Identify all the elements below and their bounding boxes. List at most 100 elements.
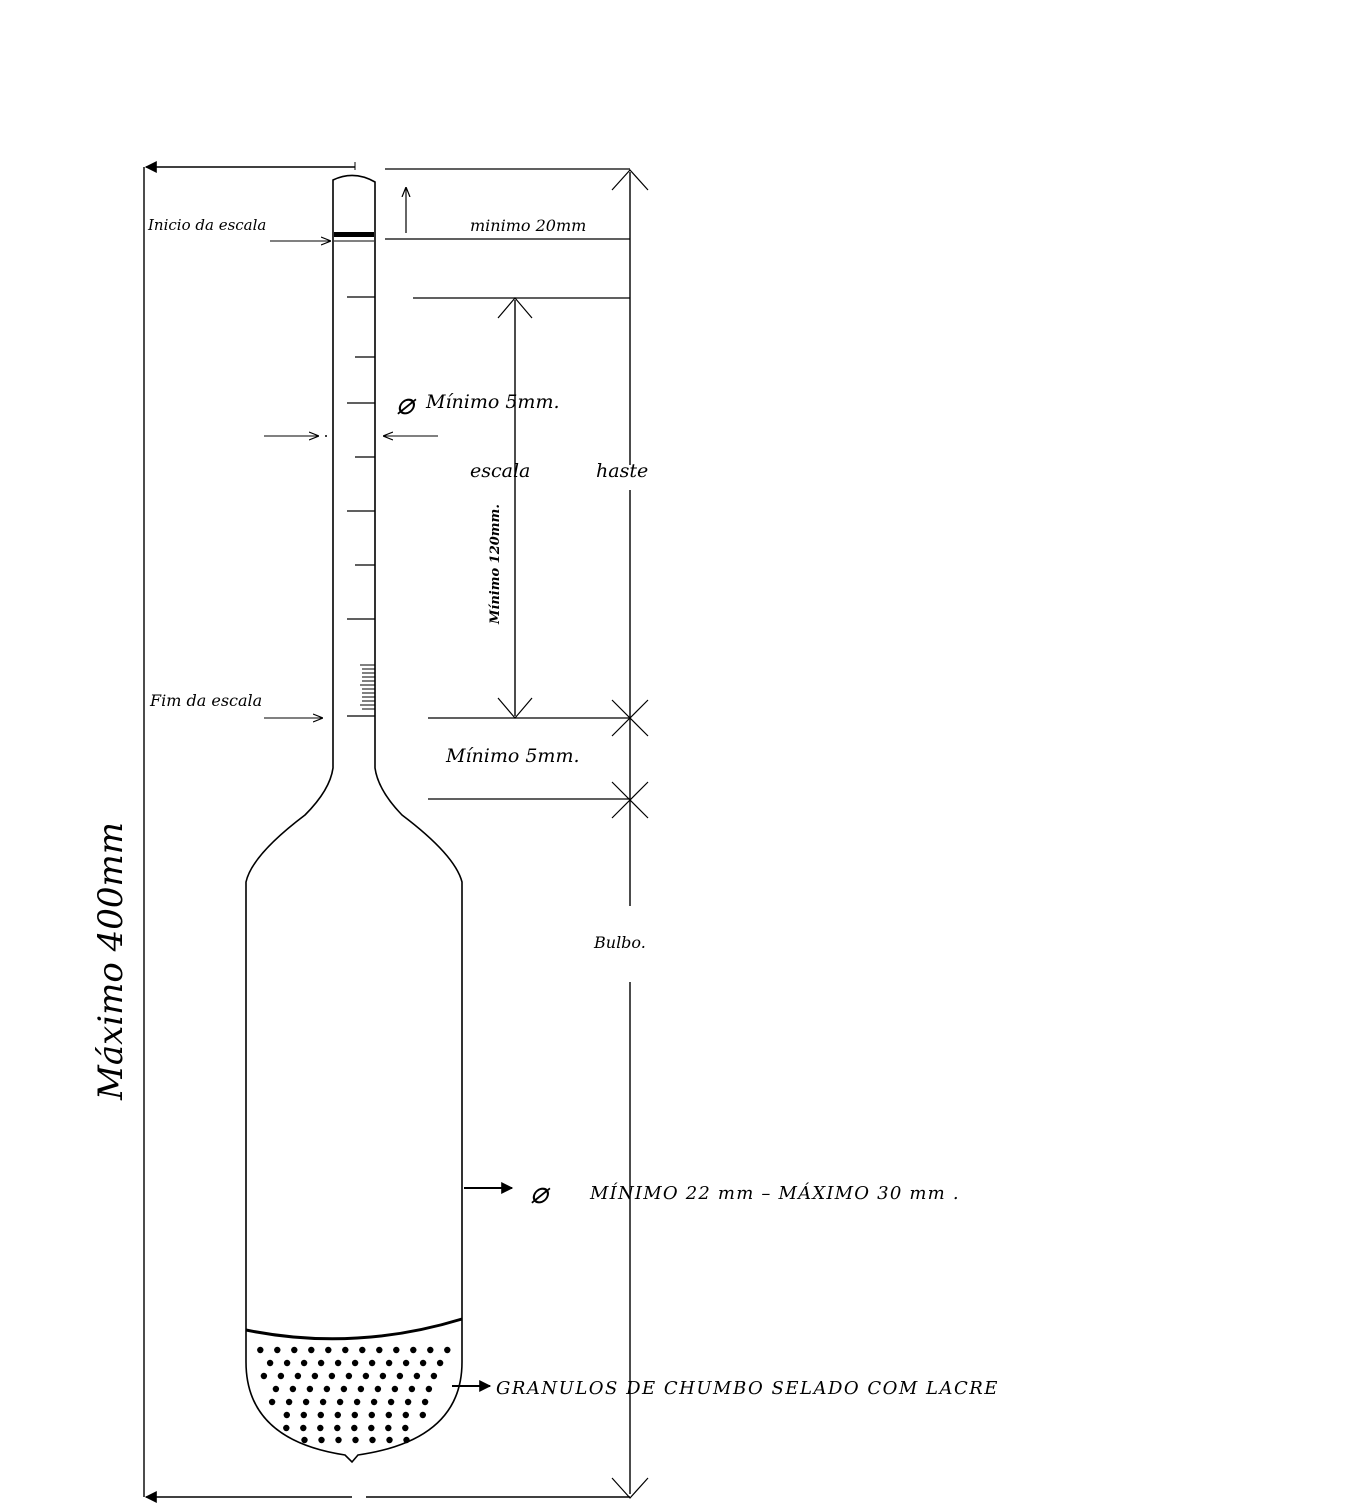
bulbo-label: Bulbo. <box>593 933 646 952</box>
granule-dot <box>403 1436 410 1444</box>
granule-dot <box>436 1359 444 1367</box>
scale-start-mark <box>334 232 374 242</box>
granule-dot <box>404 1398 412 1406</box>
granule-dots <box>257 1346 451 1444</box>
granule-dot <box>402 1411 409 1419</box>
granule-dot <box>308 1346 315 1354</box>
granule-dot <box>419 1411 426 1419</box>
stem-diameter-label: Mínimo 5mm. <box>425 391 560 413</box>
granule-dot <box>386 1436 393 1444</box>
granule-dot <box>425 1385 433 1393</box>
escala-label: escala <box>470 460 530 482</box>
granule-dot <box>294 1372 302 1380</box>
granule-dot <box>283 1359 291 1367</box>
lead-granules <box>245 1317 463 1444</box>
granule-dot <box>385 1424 392 1432</box>
granule-dot <box>362 1372 370 1380</box>
granule-dot <box>370 1398 378 1406</box>
granule-dot <box>335 1436 342 1444</box>
granule-dot <box>301 1436 308 1444</box>
granule-dot <box>283 1411 290 1419</box>
granule-dot <box>289 1385 297 1393</box>
granule-dot <box>368 1424 375 1432</box>
maximo-400mm-label: Máximo 400mm <box>91 822 131 1101</box>
granule-dot <box>413 1372 421 1380</box>
stem-diameter-arrows <box>264 435 438 437</box>
haste-label: haste <box>596 460 648 482</box>
granule-dot <box>387 1398 395 1406</box>
granule-dot <box>317 1424 324 1432</box>
granule-dot <box>266 1359 274 1367</box>
granule-dot <box>260 1372 268 1380</box>
fim-escala-label: Fim da escala <box>149 691 262 710</box>
inicio-escala-label: Inicio da escala <box>147 216 266 234</box>
granule-dot <box>408 1385 416 1393</box>
granule-dot <box>342 1346 349 1354</box>
granule-dot <box>351 1359 359 1367</box>
granule-dot <box>291 1346 298 1354</box>
scale-fine-ticks <box>347 664 375 717</box>
granule-dot <box>277 1372 285 1380</box>
granule-dot <box>311 1372 319 1380</box>
granule-dot <box>369 1436 376 1444</box>
granule-dot <box>318 1436 325 1444</box>
granule-dot <box>385 1411 392 1419</box>
granule-dot <box>285 1398 293 1406</box>
minimo-120mm-label: Mínimo 120mm. <box>488 504 503 625</box>
granule-dot <box>421 1398 429 1406</box>
granule-dot <box>268 1398 276 1406</box>
minimo-5mm-label: Mínimo 5mm. <box>445 745 580 767</box>
granule-dot <box>385 1359 393 1367</box>
hydrometer-outline <box>245 174 463 1464</box>
granule-dot <box>374 1385 382 1393</box>
overall-length-dimension <box>143 161 630 1503</box>
granule-dot <box>283 1424 290 1432</box>
granule-dot <box>325 1346 332 1354</box>
granule-dot <box>376 1346 383 1354</box>
granule-dot <box>379 1372 387 1380</box>
scale-length-dimension <box>497 297 533 719</box>
granulos-label: GRANULOS DE CHUMBO SELADO COM LACRE <box>496 1378 999 1399</box>
granule-dot <box>300 1359 308 1367</box>
granule-dot <box>368 1411 375 1419</box>
granule-dot <box>257 1346 264 1354</box>
granule-dot <box>334 1359 342 1367</box>
scale-ticks <box>347 296 375 717</box>
bulb-diameter-symbol: ⌀ <box>530 1176 551 1211</box>
granule-dot <box>351 1411 358 1419</box>
granule-dot <box>334 1411 341 1419</box>
granule-dot <box>393 1346 400 1354</box>
granule-dot <box>352 1436 359 1444</box>
granule-dot <box>328 1372 336 1380</box>
granule-dot <box>353 1398 361 1406</box>
stem-diameter-symbol: ⌀ <box>396 387 417 422</box>
granule-dot <box>274 1346 281 1354</box>
granule-dot <box>323 1385 331 1393</box>
granule-dot <box>359 1346 366 1354</box>
granule-dot <box>357 1385 365 1393</box>
right-dimension-line <box>611 169 649 1499</box>
granule-dot <box>402 1424 409 1432</box>
bulb-diameter-label: MÍNIMO 22 mm – MÁXIMO 30 mm . <box>589 1181 960 1204</box>
granule-dot <box>402 1359 410 1367</box>
granule-dot <box>306 1385 314 1393</box>
granule-dot <box>368 1359 376 1367</box>
granule-dot <box>272 1385 280 1393</box>
extension-lines <box>385 168 630 800</box>
granule-dot <box>300 1424 307 1432</box>
granule-dot <box>317 1411 324 1419</box>
granule-dot <box>319 1398 327 1406</box>
granule-dot <box>391 1385 399 1393</box>
minimo-20mm-label: minimo 20mm <box>470 216 586 235</box>
granule-dot <box>340 1385 348 1393</box>
granule-dot <box>430 1372 438 1380</box>
granule-dot <box>317 1359 325 1367</box>
granule-dot <box>419 1359 427 1367</box>
granule-dot <box>410 1346 417 1354</box>
granule-dot <box>345 1372 353 1380</box>
granule-dot <box>302 1398 310 1406</box>
granule-dot <box>351 1424 358 1432</box>
granule-dot <box>427 1346 434 1354</box>
granule-dot <box>336 1398 344 1406</box>
